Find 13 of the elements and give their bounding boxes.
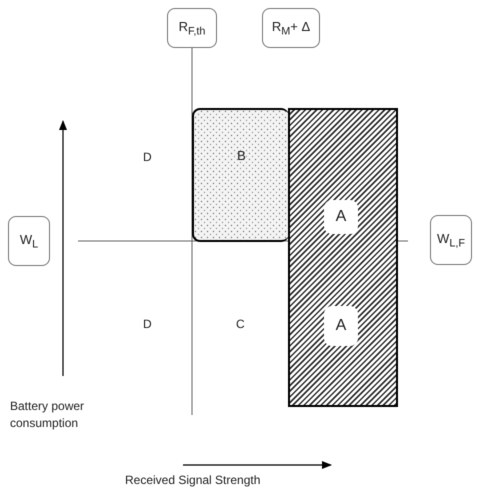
hatched-region — [288, 108, 398, 407]
region-label: D — [143, 316, 152, 333]
threshold-label-box: R$_{M}$+ Δ — [262, 8, 320, 48]
region-label-box: A — [324, 200, 358, 234]
axis-title: Received Signal Strength — [125, 472, 260, 489]
level-label-box: W$_{L}$ — [8, 216, 50, 266]
region-label: D — [143, 149, 152, 166]
axis-title: Battery power consumption — [10, 398, 86, 432]
region-label-box: A — [324, 306, 358, 346]
threshold-label-box: R$_{F,th}$ — [167, 8, 217, 48]
dotted-region: B — [192, 108, 289, 242]
region-label: C — [236, 316, 245, 333]
level-label-box: W$_{L,F}$ — [430, 215, 472, 265]
